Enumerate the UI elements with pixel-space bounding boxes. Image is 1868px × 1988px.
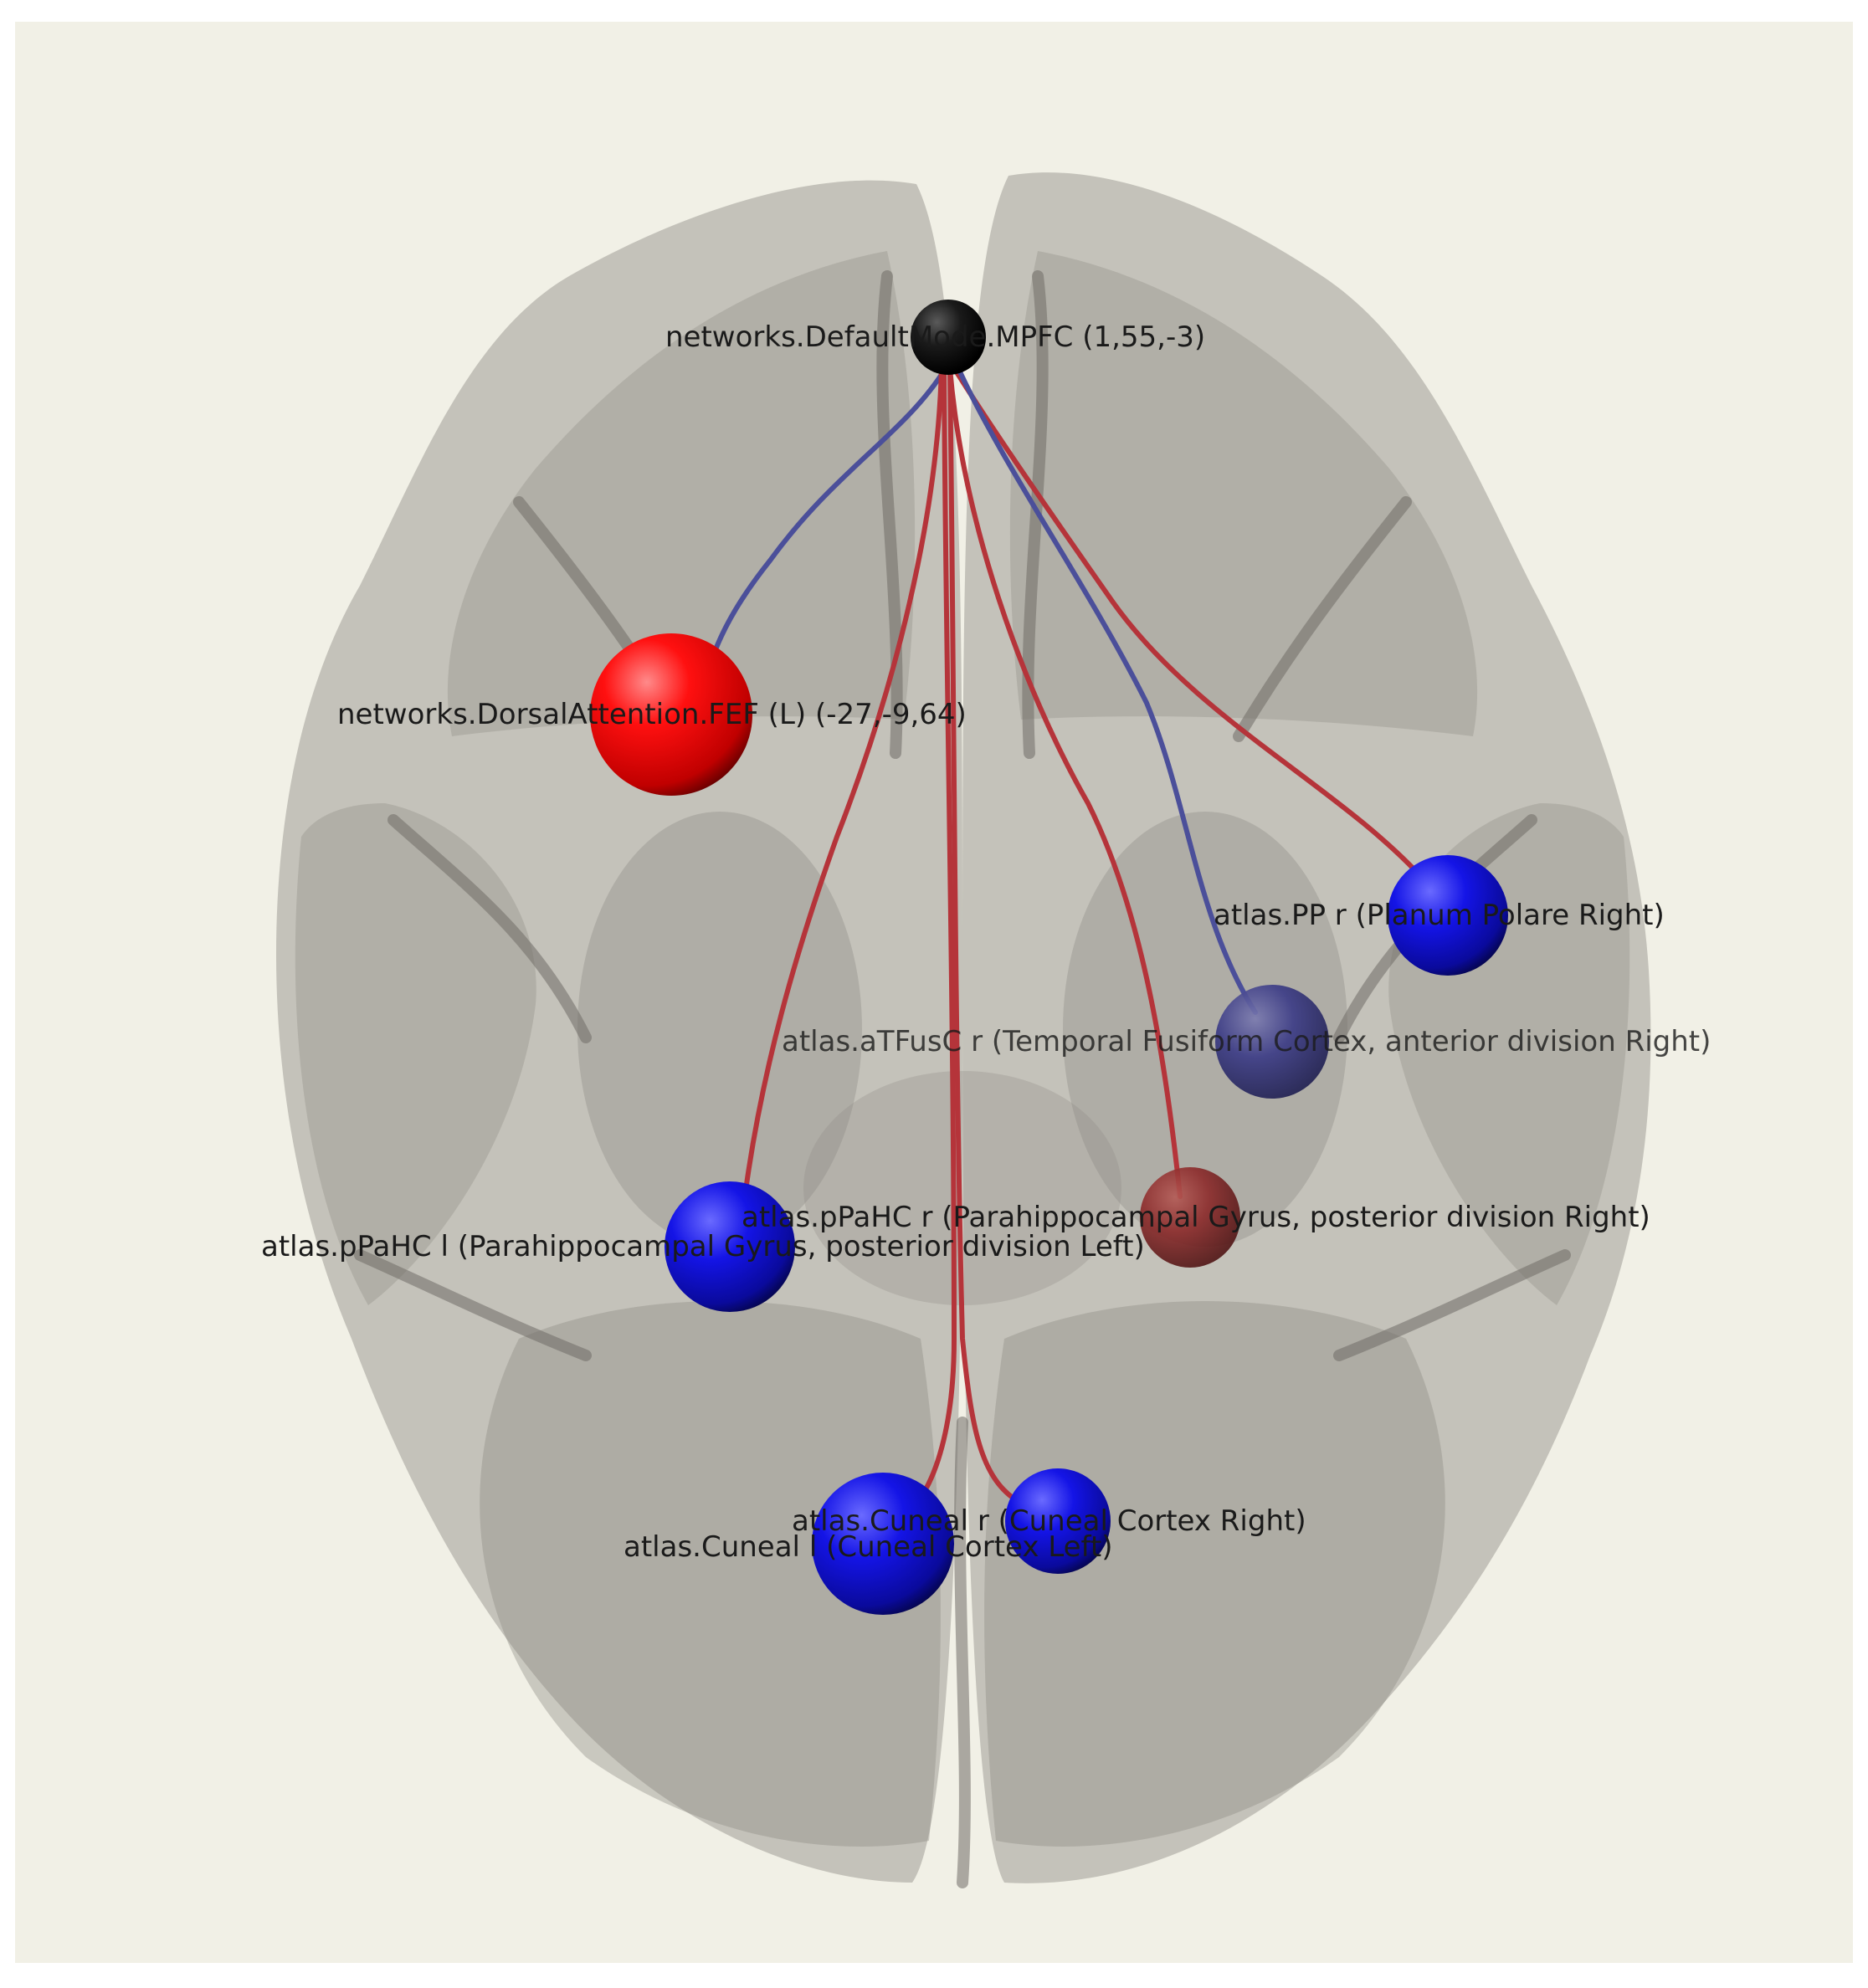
edge-mpfc-cuneal-r xyxy=(947,366,1015,1500)
edge-mpfc-ppahc-r xyxy=(947,366,1183,1199)
right-occipital-lobe xyxy=(984,1301,1445,1847)
edge-mpfc-ppahc-l xyxy=(742,366,944,1199)
label-ppahc-r: atlas.pPaHC r (Parahippocampal Gyrus, po… xyxy=(742,1201,1650,1234)
midline-fold xyxy=(954,1417,971,1888)
edges xyxy=(709,366,1425,1500)
right-fold-4 xyxy=(1333,1249,1571,1361)
node-cuneal-l[interactable] xyxy=(812,1473,954,1615)
node-fef[interactable] xyxy=(590,633,752,796)
node-cuneal-r[interactable] xyxy=(1005,1468,1111,1574)
edge-mpfc-cuneal-l xyxy=(918,366,957,1500)
label-atfusc-r: atlas.aTFusC r (Temporal Fusiform Cortex… xyxy=(782,1025,1711,1058)
node-ppahc-l[interactable] xyxy=(665,1181,795,1312)
left-fold-3 xyxy=(387,814,592,1043)
node-labels: networks.DefaultMode.MPFC (1,55,-3) netw… xyxy=(261,320,1711,1564)
left-fold-4 xyxy=(354,1249,592,1361)
label-cuneal-r: atlas.Cuneal r (Cuneal Cortex Right) xyxy=(792,1504,1306,1538)
node-pp-r[interactable] xyxy=(1388,855,1508,976)
nodes xyxy=(590,300,1508,1615)
label-fef: networks.DorsalAttention.FEF (L) (-27,-9… xyxy=(337,698,967,731)
edge-mpfc-fef xyxy=(709,366,948,664)
edge-mpfc-atfusc xyxy=(956,366,1258,1015)
label-pp-r: atlas.PP r (Planum Polare Right) xyxy=(1214,899,1665,932)
left-deep-structure xyxy=(577,812,862,1247)
midbrain xyxy=(803,1071,1121,1305)
label-ppahc-l: atlas.pPaHC l (Parahippocampal Gyrus, po… xyxy=(261,1230,1145,1263)
right-frontal-lobe xyxy=(1009,251,1478,736)
node-atfusc-r[interactable] xyxy=(1215,985,1329,1099)
node-ppahc-r[interactable] xyxy=(1140,1167,1240,1268)
left-temporal-lobe xyxy=(295,803,536,1305)
left-hemisphere xyxy=(276,180,962,1883)
node-mpfc[interactable] xyxy=(911,300,986,375)
edge-mpfc-pp-r xyxy=(952,366,1425,881)
label-cuneal-l: atlas.Cuneal l (Cuneal Cortex Left) xyxy=(624,1530,1113,1564)
left-occipital-lobe xyxy=(480,1301,941,1847)
label-mpfc: networks.DefaultMode.MPFC (1,55,-3) xyxy=(665,320,1205,354)
left-fold-1 xyxy=(876,270,903,759)
left-frontal-lobe xyxy=(447,251,916,736)
right-fold-2 xyxy=(1233,496,1412,742)
